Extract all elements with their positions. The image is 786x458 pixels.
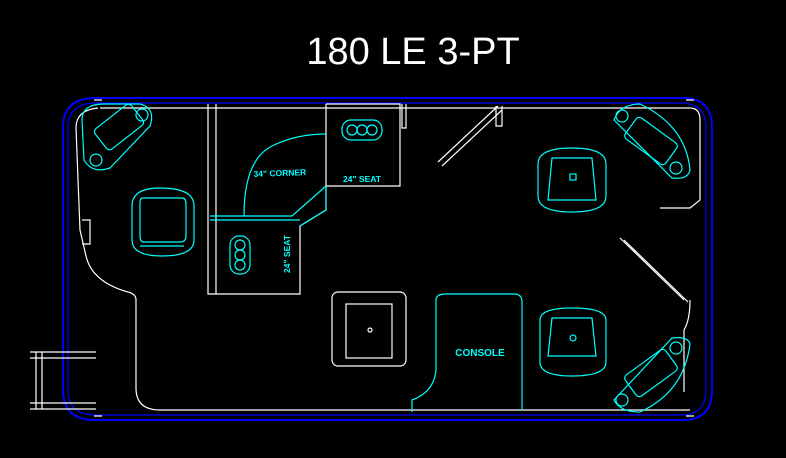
diagram-title: 180 LE 3-PT <box>306 31 519 73</box>
cupholders-top <box>341 119 383 141</box>
console-label: CONSOLE <box>455 348 505 359</box>
hull-outline <box>62 97 713 421</box>
rear-corner-seat-top-left <box>81 103 153 171</box>
console: CONSOLE <box>411 293 523 412</box>
corner-lounge <box>207 103 401 295</box>
captain-chair-top-right <box>537 147 607 213</box>
seat-top-label: 24" SEAT <box>343 174 382 184</box>
deck-fence <box>30 104 701 411</box>
cleat-marks <box>94 99 694 417</box>
captain-chair-bottom-right <box>539 307 607 377</box>
ottoman <box>331 291 407 367</box>
cupholders-side <box>229 235 251 275</box>
corner-seat <box>210 119 383 275</box>
bow-corner-seat-bottom-right <box>613 337 691 413</box>
seat-side-label: 24" SEAT <box>282 234 292 273</box>
corner-label: 34" CORNER <box>253 167 306 179</box>
bow-corner-seat-top-right <box>613 103 691 179</box>
captain-chair-left <box>131 187 195 257</box>
